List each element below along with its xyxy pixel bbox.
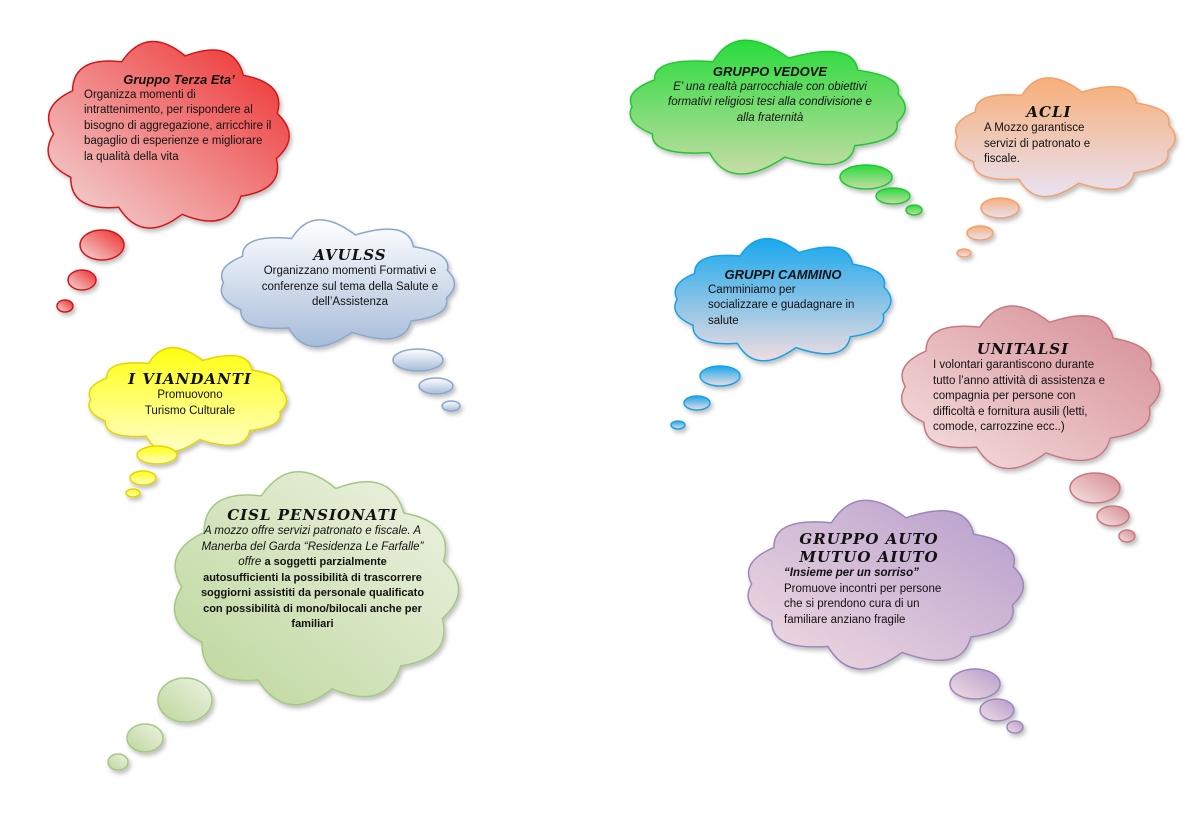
- thought-bubble: [157, 677, 213, 723]
- cloud-title: UNITALSI: [976, 340, 1070, 358]
- thought-bubble: [67, 269, 97, 291]
- thought-bubble: [875, 187, 911, 205]
- cloud-title: GRUPPI CAMMINO: [724, 267, 842, 282]
- thought-bubble: [670, 420, 686, 430]
- cloud-shape-acli: [954, 77, 1177, 258]
- thought-bubble: [683, 395, 711, 411]
- cloud-cisl: CISL PENSIONATI A mozzo offre servizi pa…: [200, 506, 425, 633]
- cloud-body: Organizza momenti di intrattenimento, pe…: [84, 88, 272, 163]
- cloud-shape-avulss: [220, 219, 461, 412]
- cloud-acli: ACLI A Mozzo garantisce servizi di patro…: [984, 103, 1114, 168]
- thought-bubble: [56, 299, 74, 313]
- cloud-title: I VIANDANTI: [128, 370, 252, 388]
- thought-bubble: [949, 668, 1001, 700]
- thought-bubble: [126, 723, 164, 753]
- cloud-shape-terza_eta: [47, 40, 290, 313]
- cloud-body: E’ una realtà parrocchiale con obiettivi…: [668, 80, 872, 124]
- thought-bubble: [839, 164, 893, 190]
- cloud-shape-cisl: [107, 471, 460, 771]
- cloud-outline: [47, 40, 290, 229]
- cloud-vedove: GRUPPO VEDOVE E’ una realtà parrocchiale…: [665, 64, 875, 126]
- cloud-shape-cammino: [670, 237, 892, 430]
- cloud-outline: [901, 305, 1161, 470]
- cloud-shape-unitalsi: [901, 305, 1161, 543]
- cloud-body: a soggetti parzialmente autosufficienti …: [200, 556, 425, 630]
- thought-bubble: [1006, 720, 1024, 734]
- cloud-outline: [88, 346, 288, 453]
- thought-bubble: [136, 445, 178, 465]
- thought-bubble: [699, 365, 741, 387]
- thought-bubble: [129, 470, 157, 486]
- thought-bubble: [905, 204, 923, 216]
- thought-bubble: [418, 377, 454, 395]
- cloud-shape-auto_aiuto: [747, 499, 1025, 734]
- cloud-cammino: GRUPPI CAMMINO Camminiamo per socializza…: [708, 267, 858, 329]
- cloud-body: Camminiamo per socializzare e guadagnare…: [708, 283, 855, 327]
- thought-bubble: [125, 488, 141, 498]
- cloud-outline: [173, 471, 460, 706]
- thought-bubble: [979, 698, 1015, 722]
- cloud-auto-aiuto: GRUPPO AUTO MUTUO AIUTO “Insieme per un …: [784, 530, 954, 628]
- cloud-title: ACLI: [1026, 103, 1072, 121]
- cloud-shape-viandanti: [88, 346, 288, 498]
- thought-bubble: [392, 348, 444, 372]
- thought-bubble: [1069, 472, 1121, 504]
- thought-bubble: [79, 229, 125, 261]
- cloud-body: I volontari garantiscono durante tutto l…: [933, 359, 1105, 433]
- cloud-shape-vedove: [629, 39, 923, 216]
- cloud-outline: [747, 499, 1025, 670]
- thought-bubble: [980, 197, 1020, 219]
- cloud-outline: [629, 39, 906, 175]
- thought-bubble: [441, 400, 461, 412]
- cloud-body: A Mozzo garantisce servizi di patronato …: [984, 122, 1091, 165]
- cloud-title: GRUPPO AUTO MUTUO AIUTO: [799, 530, 939, 566]
- cloud-outline: [674, 237, 892, 362]
- cloud-terza-eta: Gruppo Terza Eta’ Organizza momenti di i…: [84, 72, 274, 165]
- cloud-title: AVULSS: [313, 246, 387, 264]
- cloud-body-italic: A mozzo offre servizi patronato e fiscal…: [201, 525, 424, 568]
- thought-bubble: [1118, 529, 1136, 543]
- cloud-subtitle: “Insieme per un sorriso”: [784, 567, 919, 579]
- cloud-viandanti: I VIANDANTI Promuovono Turismo Culturale: [115, 370, 265, 419]
- cloud-unitalsi: UNITALSI I volontari garantiscono durant…: [933, 340, 1113, 436]
- cloud-outline: [220, 219, 456, 348]
- thought-bubble: [1096, 505, 1130, 527]
- thought-bubble: [956, 248, 972, 258]
- cloud-title: CISL PENSIONATI: [227, 506, 398, 524]
- thought-bubble: [966, 225, 994, 241]
- cloud-avulss: AVULSS Organizzano momenti Formativi e c…: [255, 246, 445, 311]
- cloud-title: Gruppo Terza Eta’: [123, 72, 235, 87]
- cloud-body: Promuove incontri per persone che si pre…: [784, 582, 942, 626]
- cloud-outline: [954, 77, 1177, 198]
- thought-bubble: [107, 753, 129, 771]
- cloud-body: Promuovono Turismo Culturale: [144, 389, 236, 417]
- cloud-title: GRUPPO VEDOVE: [712, 64, 828, 79]
- cloud-body: Organizzano momenti Formativi e conferen…: [261, 265, 439, 308]
